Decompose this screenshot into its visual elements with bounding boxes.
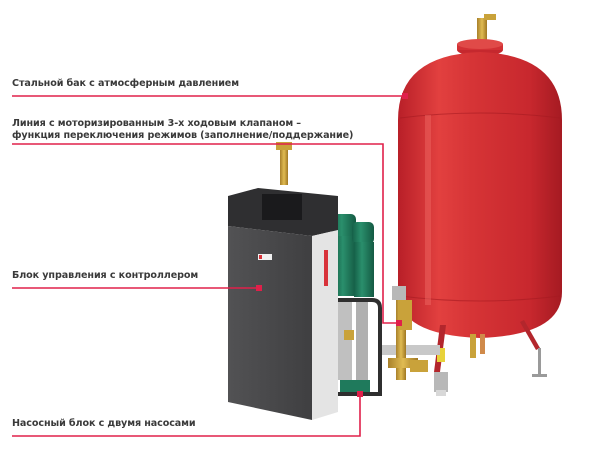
- label-pump-unit: Насосный блок с двумя насосами: [12, 418, 196, 429]
- controller-display-icon: [262, 194, 302, 220]
- callout-line-valve: [12, 143, 398, 324]
- three-way-valve-icon: [392, 286, 406, 300]
- callout-marker: [402, 93, 408, 99]
- piping: [380, 286, 440, 380]
- label-valve-line-1: Линия с моторизированным 3-х ходовым кла…: [12, 118, 302, 129]
- callout-marker: [256, 285, 262, 291]
- callout-lines: [12, 95, 404, 437]
- brand-logo-icon: [258, 254, 272, 260]
- air-vent-valve-icon: [477, 18, 487, 40]
- callout-line-pumps: [12, 394, 361, 437]
- steel-tank: [398, 14, 562, 396]
- label-valve-line-2: функция переключения режимов (заполнение…: [12, 130, 354, 141]
- pump-motor-icon: [352, 222, 374, 244]
- callout-marker: [357, 391, 363, 397]
- control-cabinet: [228, 142, 338, 420]
- label-steel-tank: Стальной бак с атмосферным давлением: [12, 78, 239, 89]
- callout-marker: [396, 320, 402, 326]
- pump-unit: [332, 214, 382, 396]
- label-control-unit: Блок управления с контроллером: [12, 270, 199, 281]
